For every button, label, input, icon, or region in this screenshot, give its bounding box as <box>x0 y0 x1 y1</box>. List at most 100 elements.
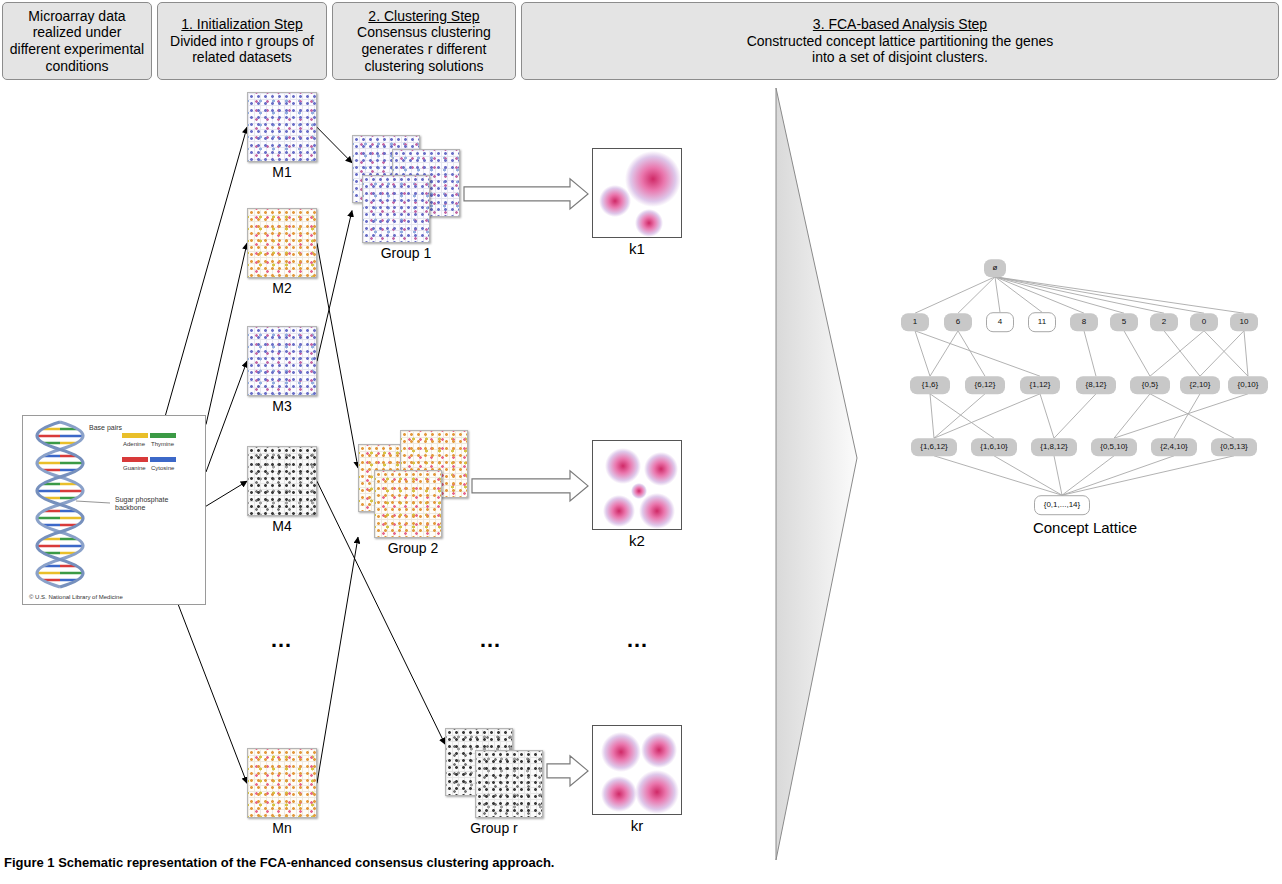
lattice-link <box>1062 456 1234 495</box>
lattice-concept: 1 <box>901 313 929 331</box>
ellipsis-mark: … <box>270 627 292 653</box>
lattice-concept: 8 <box>1070 313 1098 331</box>
concept-label: {1,12} <box>1025 380 1055 390</box>
matrix-stack <box>352 135 460 243</box>
color-bar <box>150 457 176 462</box>
concept-label: 10 <box>1235 317 1253 327</box>
color-bar <box>122 457 148 462</box>
step-header-box: Microarray data realized under different… <box>2 2 152 80</box>
lattice-link <box>1164 331 1200 376</box>
block-arrow <box>472 471 588 501</box>
group-label: Group r <box>445 820 543 836</box>
step-header-box: 2. Clustering StepConsensus clustering g… <box>332 2 516 80</box>
concept-label: 0 <box>1195 317 1213 327</box>
lattice-concept: {6,12} <box>965 376 1005 394</box>
flow-arrow <box>166 127 247 415</box>
cluster-label: k1 <box>592 240 682 257</box>
concept-label: {1,6,12} <box>916 442 952 452</box>
group-label: Group 1 <box>352 245 460 261</box>
concept-label: {2,4,10} <box>1156 442 1192 452</box>
flow-arrow <box>206 361 247 472</box>
lattice-link <box>1124 331 1150 376</box>
lattice-link <box>995 277 1084 313</box>
flow-arrow <box>317 127 352 163</box>
dataset-group: Group 1 <box>352 135 460 261</box>
lattice-concept: 2 <box>1150 313 1178 331</box>
lattice-concept: {2,10} <box>1180 376 1220 394</box>
header-text: Divided into r groups of related dataset… <box>162 33 322 66</box>
color-bar <box>122 433 148 438</box>
ellipsis-mark: … <box>479 627 501 653</box>
lattice-link <box>995 277 1164 313</box>
matrix-label: M3 <box>247 398 317 414</box>
lattice-link <box>1200 331 1244 376</box>
lattice-link <box>958 331 985 376</box>
backbone-strand <box>37 422 83 587</box>
cluster-label: k2 <box>592 532 682 549</box>
illustration-ground <box>23 416 205 604</box>
lattice-link <box>958 277 995 313</box>
matrix-label: M4 <box>247 518 317 534</box>
flow-arrow <box>178 605 247 783</box>
concept-label: {2,10} <box>1185 380 1215 390</box>
lattice-concept: 4 <box>986 312 1014 332</box>
lattice-concept: 6 <box>944 313 972 331</box>
lattice-concept: {1,12} <box>1020 376 1060 394</box>
lattice-link <box>934 456 1062 495</box>
lattice-link <box>1054 394 1096 438</box>
concept-label: {0,1,...,14} <box>1040 500 1084 510</box>
illustration-label: Adenine <box>123 441 145 448</box>
lattice-link <box>915 331 1040 376</box>
lattice-concept: 5 <box>1110 313 1138 331</box>
step-heading: 1. Initialization Step <box>181 16 302 33</box>
concept-label: ø <box>989 263 1001 273</box>
dna-illustration-box: Base pairsAdenineThymineGuanineCytosineS… <box>22 415 206 605</box>
flow-arrow <box>206 481 247 506</box>
cluster-plot <box>592 440 682 530</box>
lattice-link <box>1174 394 1200 438</box>
block-arrow <box>464 179 588 209</box>
illustration-label: Thymine <box>151 441 174 448</box>
matrix-image <box>247 326 317 396</box>
lattice-link <box>934 394 985 438</box>
illustration-label: © U.S. National Library of Medicine <box>29 594 123 601</box>
lattice-link <box>1084 331 1096 376</box>
cluster-plot <box>592 725 682 815</box>
lattice-link <box>934 394 1040 438</box>
matrix-tile: M2 <box>247 208 317 296</box>
concept-label: {6,12} <box>970 380 1000 390</box>
concept-label: 6 <box>949 317 967 327</box>
concept-label: 11 <box>1034 317 1050 327</box>
matrix-label: M2 <box>247 280 317 296</box>
lattice-link <box>995 277 1204 313</box>
concept-label: {1,6,10} <box>976 442 1012 452</box>
cluster-image: k1 <box>592 148 682 257</box>
flow-arrow <box>206 243 247 424</box>
concept-label: 2 <box>1155 317 1173 327</box>
concept-label: {1,6} <box>915 380 945 390</box>
lattice-concept: {8,12} <box>1076 376 1116 394</box>
concept-label: 8 <box>1075 317 1093 327</box>
matrix-stack <box>445 728 543 818</box>
lattice-link <box>1040 394 1054 438</box>
dna-helix <box>37 422 83 587</box>
concept-label: {8,12} <box>1081 380 1111 390</box>
lattice-concept: {2,4,10} <box>1151 438 1197 456</box>
lattice-concept: {1,6} <box>910 376 950 394</box>
matrix-tile: Mn <box>247 748 317 836</box>
lattice-link <box>1062 456 1174 495</box>
lattice-link <box>915 331 930 376</box>
lattice-link <box>1114 394 1150 438</box>
dataset-group: Group 2 <box>358 430 468 556</box>
header-text: Consensus clustering generates r differe… <box>337 24 511 74</box>
matrix-tile: M4 <box>247 446 317 534</box>
lattice-concept: {0,10} <box>1228 376 1268 394</box>
lattice-link <box>1244 331 1248 376</box>
figure-label: Concept Lattice <box>1033 519 1137 536</box>
lattice-concept: {1,8,12} <box>1031 438 1077 456</box>
matrix-label: M1 <box>247 164 317 180</box>
matrix-image <box>247 446 317 516</box>
illustration-label: Guanine <box>123 465 146 472</box>
lattice-link <box>995 277 1124 313</box>
lattice-link <box>1114 394 1248 438</box>
